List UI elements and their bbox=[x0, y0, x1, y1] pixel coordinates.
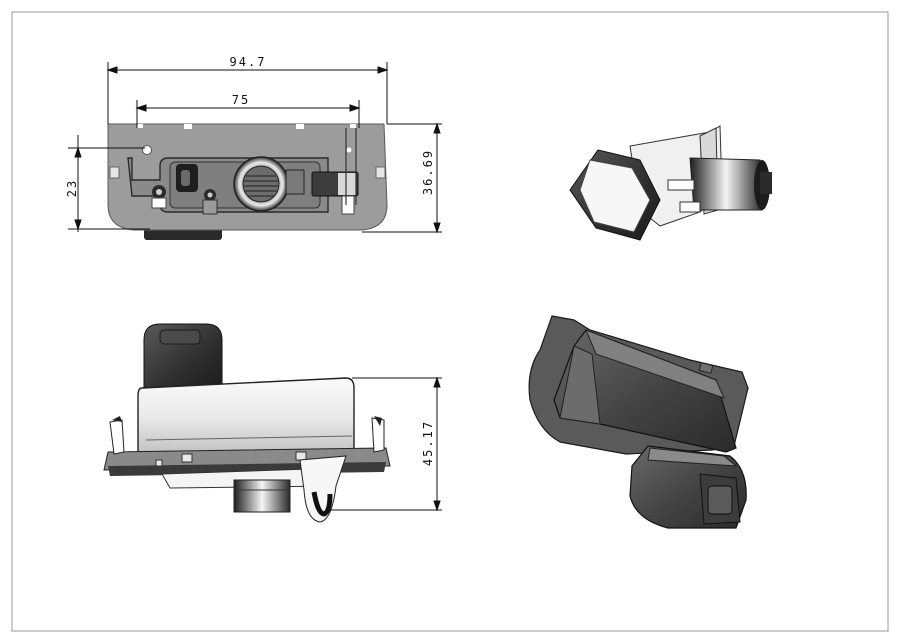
front-view-cable-guide bbox=[299, 455, 347, 523]
rear-view-screw-left bbox=[151, 185, 167, 209]
dim-mount-spacing bbox=[135, 100, 361, 128]
dim-side-height-label: 23 bbox=[65, 179, 79, 197]
dim-overall-height-label: 36.69 bbox=[421, 149, 435, 195]
rear-view-screw-right bbox=[202, 189, 218, 215]
dim-front-height bbox=[330, 376, 442, 512]
sheet-border bbox=[11, 11, 889, 632]
front-view-clip-left-tip bbox=[112, 416, 122, 422]
dim-side-height bbox=[68, 135, 150, 232]
front-view-cylinder bbox=[233, 479, 291, 513]
front-view-box-edge bbox=[145, 435, 353, 441]
rear-view-hole-right bbox=[346, 147, 352, 153]
iso-view-small bbox=[569, 125, 772, 241]
dim-overall-width-label: 94.7 bbox=[230, 55, 267, 69]
rear-view-clip-right bbox=[375, 166, 386, 179]
dim-overall-height bbox=[362, 122, 442, 234]
iso-view-large bbox=[528, 315, 749, 529]
front-view bbox=[103, 323, 391, 523]
rear-view-hole-left bbox=[142, 145, 152, 155]
dim-front-height-label: 45.17 bbox=[421, 420, 435, 466]
iso-small-lens-face bbox=[579, 159, 651, 233]
front-view-head-ridge bbox=[159, 329, 201, 345]
front-view-clip-right bbox=[371, 417, 385, 453]
rear-view-notches bbox=[137, 124, 356, 129]
front-view-cable bbox=[311, 491, 333, 517]
rear-view bbox=[107, 123, 388, 240]
iso-small-clip bbox=[667, 179, 695, 191]
rear-view-cable-boot bbox=[285, 169, 305, 195]
rear-view-clip-left bbox=[109, 166, 120, 179]
front-view-clip-right-tip bbox=[374, 416, 382, 426]
rear-view-grille-slots bbox=[244, 175, 278, 197]
rear-view-connector-pin bbox=[181, 170, 190, 186]
iso-large-box-side bbox=[559, 345, 601, 425]
front-view-clip-left bbox=[109, 419, 125, 455]
rear-view-cable-highlight bbox=[338, 173, 356, 195]
dim-mount-spacing-label: 75 bbox=[232, 93, 250, 107]
front-view-main-box bbox=[137, 377, 355, 459]
iso-large-box-top bbox=[585, 329, 725, 399]
dim-overall-width bbox=[106, 62, 389, 124]
iso-large-head-top bbox=[647, 447, 738, 467]
iso-small-tab bbox=[760, 172, 772, 194]
iso-large-lens bbox=[707, 485, 733, 515]
iso-small-cylinder bbox=[689, 157, 763, 211]
iso-small-clip-2 bbox=[679, 201, 701, 213]
rear-view-post bbox=[341, 195, 355, 215]
rear-view-grille bbox=[242, 165, 280, 203]
